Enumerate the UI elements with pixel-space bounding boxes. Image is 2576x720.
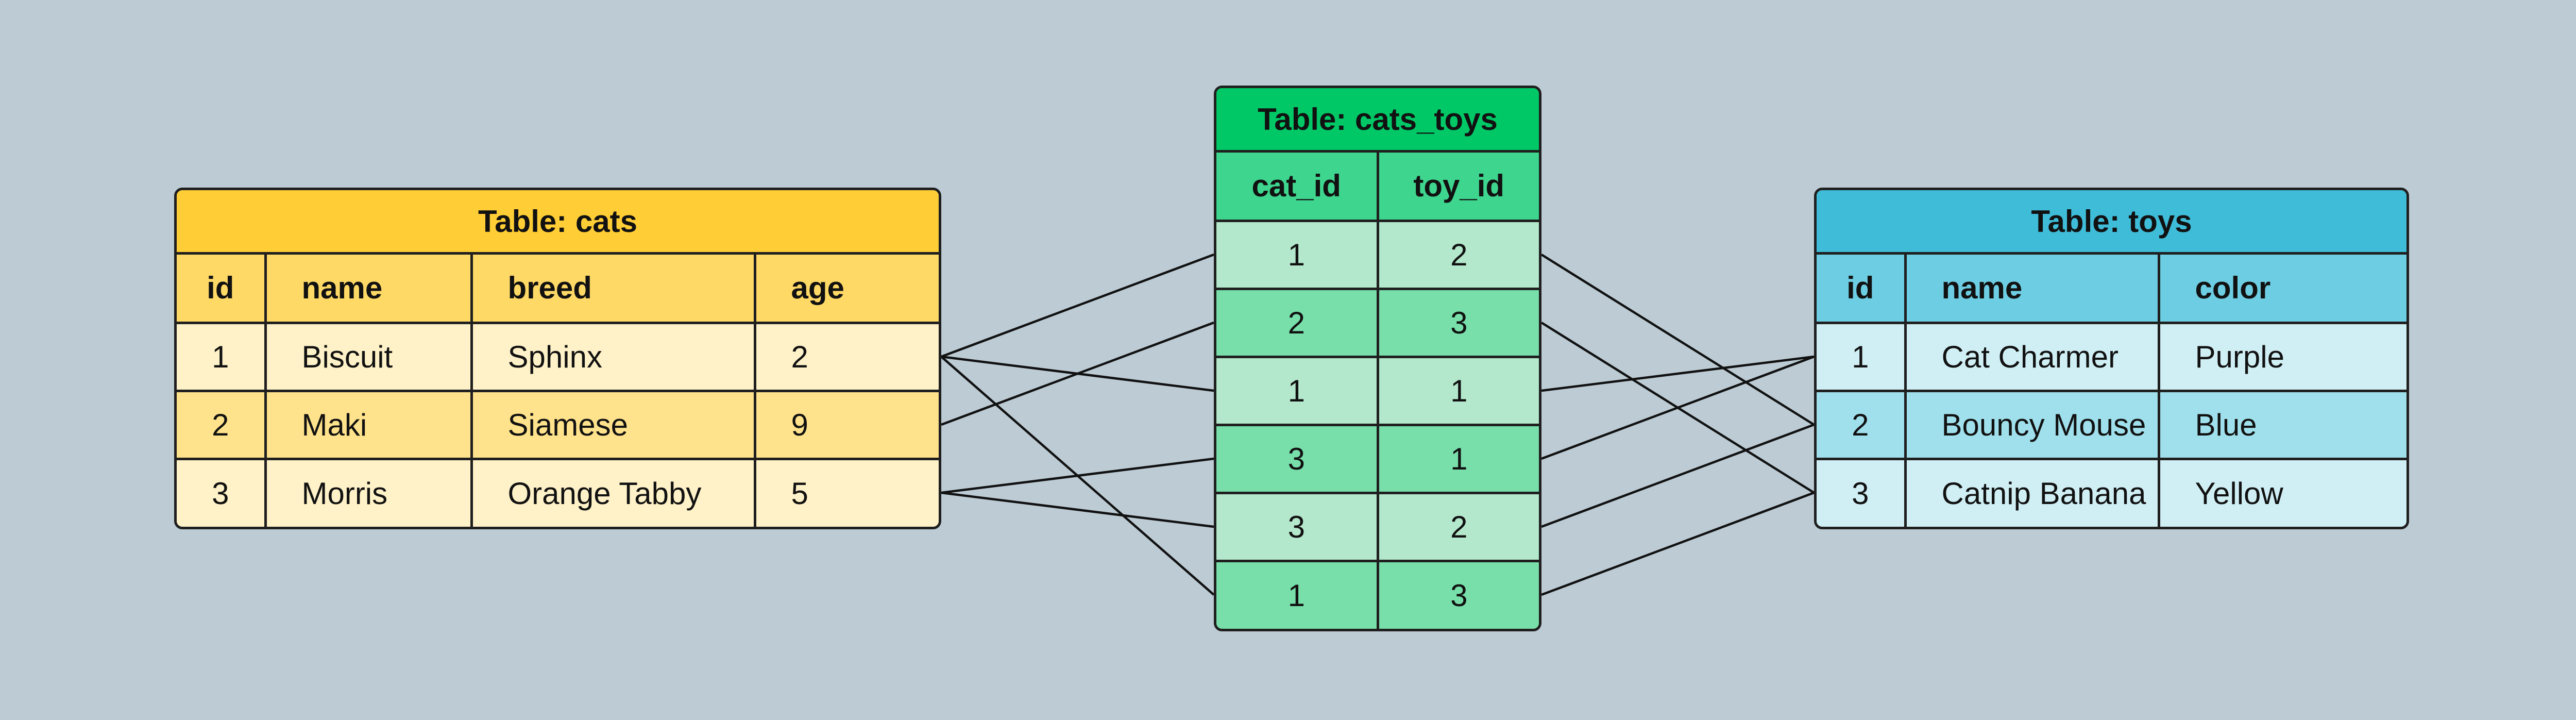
table-header-row: cat_id toy_id (1216, 153, 1539, 222)
link-cat-3-row-5 (941, 491, 1214, 528)
cell-id: 2 (1817, 391, 1907, 460)
table-row: 1 1 (1216, 357, 1539, 426)
cell-toy-id: 2 (1378, 493, 1539, 562)
cell-cat-id: 2 (1216, 289, 1379, 358)
link-toy-2-row-1 (1540, 254, 1815, 426)
cell-breed: Sphinx (471, 323, 756, 392)
table-row: 1 Biscuit Sphinx 2 (177, 323, 939, 392)
cell-color: Purple (2159, 323, 2406, 392)
link-toy-2-row-5 (1541, 423, 1815, 528)
cell-cat-id: 1 (1216, 357, 1379, 426)
cell-name: Cat Charmer (1905, 323, 2160, 392)
link-toy-1-row-4 (1541, 355, 1815, 460)
column-header-breed: breed (471, 255, 756, 324)
cell-name: Biscuit (265, 323, 473, 392)
table-row: 1 Cat Charmer Purple (1817, 323, 2406, 392)
column-header-name: name (265, 255, 473, 324)
table-row: 2 Bouncy Mouse Blue (1817, 391, 2406, 460)
table-row: 1 3 (1216, 561, 1539, 629)
column-header-color: color (2159, 255, 2406, 324)
cell-toy-id: 1 (1378, 425, 1539, 494)
cell-cat-id: 3 (1216, 493, 1379, 562)
cell-breed: Siamese (471, 391, 756, 460)
cell-id: 2 (177, 391, 267, 460)
cell-age: 9 (755, 391, 939, 460)
table-header-row: id name breed age (177, 255, 939, 324)
cell-toy-id: 1 (1378, 357, 1539, 426)
table-row: 3 2 (1216, 493, 1539, 562)
cell-id: 3 (177, 459, 267, 527)
column-header-id: id (177, 255, 267, 324)
table-row: 3 Catnip Banana Yellow (1817, 459, 2406, 527)
cell-name: Catnip Banana (1905, 459, 2160, 527)
table-toys-title: Table: toys (1817, 190, 2406, 255)
cell-color: Yellow (2159, 459, 2406, 527)
cell-id: 1 (177, 323, 267, 392)
link-toy-1-row-3 (1541, 355, 1815, 392)
cell-color: Blue (2159, 391, 2406, 460)
cell-age: 2 (755, 323, 939, 392)
column-header-toy-id: toy_id (1378, 153, 1539, 222)
cell-cat-id: 1 (1216, 221, 1379, 290)
cell-id: 3 (1817, 459, 1907, 527)
column-header-name: name (1905, 255, 2160, 324)
table-cats-title: Table: cats (177, 190, 939, 255)
table-header-row: id name color (1817, 255, 2406, 324)
column-header-age: age (755, 255, 939, 324)
link-toy-3-row-6 (1541, 491, 1815, 596)
cell-breed: Orange Tabby (471, 459, 756, 527)
table-cats-toys-title: Table: cats_toys (1216, 88, 1539, 153)
table-row: 2 Maki Siamese 9 (177, 391, 939, 460)
cell-cat-id: 3 (1216, 425, 1379, 494)
cell-name: Maki (265, 391, 473, 460)
table-row: 3 Morris Orange Tabby 5 (177, 459, 939, 527)
table-row: 1 2 (1216, 221, 1539, 290)
cell-name: Morris (265, 459, 473, 527)
column-header-cat-id: cat_id (1216, 153, 1379, 222)
cell-cat-id: 1 (1216, 561, 1379, 629)
link-cat-1-row-1 (941, 253, 1214, 358)
link-cat-1-row-3 (941, 355, 1214, 392)
table-row: 2 3 (1216, 289, 1539, 358)
table-cats-toys: Table: cats_toys cat_id toy_id 1 2 2 3 1… (1214, 86, 1541, 631)
cell-toy-id: 2 (1378, 221, 1539, 290)
cell-id: 1 (1817, 323, 1907, 392)
table-cats: Table: cats id name breed age 1 Biscuit … (174, 188, 941, 529)
cell-name: Bouncy Mouse (1905, 391, 2160, 460)
cell-toy-id: 3 (1378, 289, 1539, 358)
cell-toy-id: 3 (1378, 561, 1539, 629)
cell-age: 5 (755, 459, 939, 527)
table-toys: Table: toys id name color 1 Cat Charmer … (1814, 188, 2409, 529)
link-cat-1-row-6 (940, 356, 1215, 596)
table-row: 3 1 (1216, 425, 1539, 494)
column-header-id: id (1817, 255, 1907, 324)
